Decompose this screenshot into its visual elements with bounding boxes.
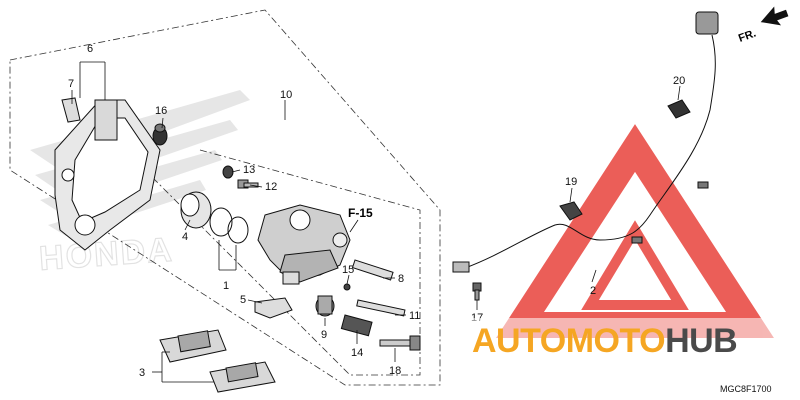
honda-logo-text: HONDA	[38, 231, 175, 278]
caliper-bracket	[54, 99, 161, 251]
cable-clamp	[559, 201, 583, 221]
callout-numbers: 6 7 10 16 13 12 4 1 5 8 15 9 11 14 18 3 …	[68, 43, 685, 379]
small-bolt	[343, 283, 351, 291]
callout-8[interactable]: 8	[398, 273, 404, 285]
piston-seal-set	[209, 207, 249, 244]
cable-grommet	[667, 99, 691, 119]
callout-7[interactable]: 7	[68, 78, 74, 90]
callout-11[interactable]: 11	[409, 310, 420, 322]
callout-6[interactable]: 6	[87, 43, 93, 55]
caliper-piston	[180, 191, 212, 229]
diagram-code: MGC8F1700	[720, 384, 772, 394]
callout-18[interactable]: 18	[389, 365, 401, 377]
pin-sleeve	[315, 295, 335, 317]
mounting-bolt	[379, 335, 421, 351]
brake-pad-set	[159, 329, 276, 393]
callout-2[interactable]: 2	[590, 285, 596, 297]
section-reference[interactable]: F-15	[348, 206, 373, 220]
pin-boot	[152, 123, 168, 146]
callout-10[interactable]: 10	[280, 89, 292, 101]
callout-9[interactable]: 9	[321, 329, 327, 341]
pad-spring	[254, 297, 293, 319]
caliper-pin-lower	[356, 299, 406, 317]
callout-4[interactable]: 4	[182, 231, 188, 243]
sensor-bolt	[472, 282, 482, 301]
watermark-prefix: AUTOMOTO	[472, 322, 665, 360]
automotohub-watermark: AUTOMOTOHUB	[470, 318, 795, 360]
front-direction-label: FR.	[737, 27, 758, 44]
callout-1[interactable]: 1	[223, 280, 229, 292]
wheel-speed-sensor	[452, 11, 719, 273]
callout-13[interactable]: 13	[243, 164, 255, 176]
bleeder-screw	[237, 179, 259, 189]
watermark-suffix: HUB	[665, 322, 737, 360]
callout-3[interactable]: 3	[139, 367, 145, 379]
callout-5[interactable]: 5	[240, 294, 246, 306]
callout-15[interactable]: 15	[342, 264, 354, 276]
retainer-clip	[61, 97, 81, 123]
pin-boot-lower	[340, 314, 373, 337]
leader-lines	[71, 61, 681, 383]
front-direction-arrow	[760, 6, 789, 26]
bleeder-cap	[222, 165, 234, 179]
callout-14[interactable]: 14	[351, 347, 363, 359]
callout-12[interactable]: 12	[265, 181, 277, 193]
svg-text:AUTOMOTOHUB: AUTOMOTOHUB	[472, 322, 737, 360]
caliper-body	[257, 204, 351, 285]
assembly-boundary	[9, 9, 441, 386]
callout-20[interactable]: 20	[673, 75, 685, 87]
caliper-pin-upper	[351, 259, 394, 281]
callout-19[interactable]: 19	[565, 176, 577, 188]
callout-16[interactable]: 16	[155, 105, 167, 117]
